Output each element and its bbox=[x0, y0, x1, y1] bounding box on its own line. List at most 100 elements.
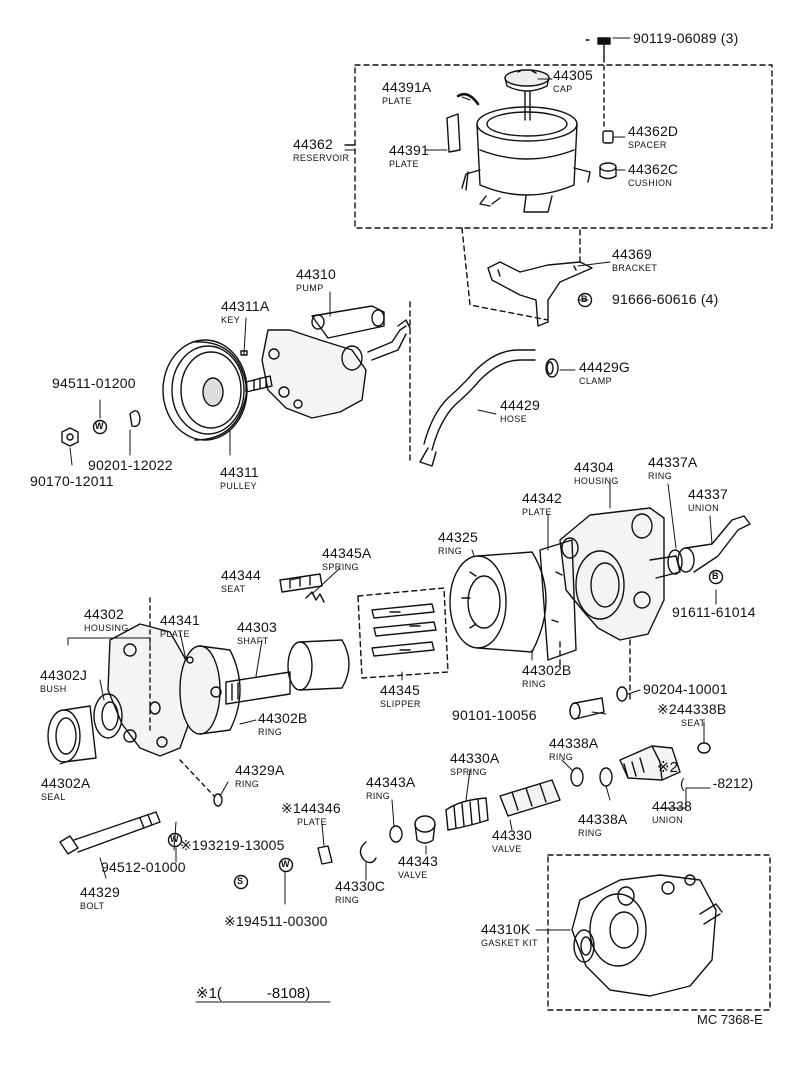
valve-44343 bbox=[414, 815, 436, 844]
marker-letter-3: B bbox=[712, 571, 719, 581]
label-p47: 94512-01000 bbox=[101, 859, 186, 875]
bush-44302j bbox=[93, 693, 123, 739]
leader-lines bbox=[59, 37, 717, 931]
seat-44344 bbox=[279, 573, 323, 593]
label-p16: 90170-12011 bbox=[30, 473, 114, 489]
pump-body-44310 bbox=[245, 305, 411, 419]
seal-44302a bbox=[47, 705, 97, 763]
marker-w-194511 bbox=[278, 857, 294, 873]
marker-w-94511 bbox=[92, 419, 108, 435]
cushion-44362c bbox=[599, 162, 617, 180]
note-2-range: ( -8212) bbox=[680, 775, 754, 791]
spring-44345a bbox=[305, 591, 325, 603]
label-p34: 90101-10056 bbox=[452, 707, 537, 723]
gasket-kit-44310k bbox=[571, 874, 723, 997]
nut-90170 bbox=[61, 427, 79, 447]
marker-w-94512 bbox=[167, 832, 183, 848]
label-p44: ※193219-13005 bbox=[180, 837, 285, 853]
marker-b-91666 bbox=[577, 292, 593, 308]
label-p32: 90204-10001 bbox=[643, 681, 728, 697]
bracket-44369 bbox=[461, 227, 593, 327]
marker-letter-4: W bbox=[170, 834, 179, 844]
plate-44341 bbox=[179, 645, 241, 735]
ring-44337a bbox=[667, 549, 683, 575]
label-p51: ※194511-00300 bbox=[224, 913, 328, 929]
housing-44304 bbox=[559, 507, 681, 641]
bolt-90101 bbox=[569, 697, 605, 720]
ring-44338a-left bbox=[570, 767, 584, 787]
plate-44342 bbox=[539, 539, 577, 661]
marker-letter-6: W bbox=[281, 859, 290, 869]
gasket-kit-frame bbox=[547, 854, 771, 1011]
marker-b-91611 bbox=[708, 569, 724, 585]
housing-44302 bbox=[107, 597, 191, 757]
ring-44338a-right bbox=[599, 767, 613, 787]
union-44337 bbox=[677, 515, 751, 573]
label-p1: 90119-06089 (3) bbox=[633, 30, 739, 46]
plate-44346 bbox=[317, 845, 333, 865]
label-p15: 90201-12022 bbox=[88, 457, 173, 473]
bolt-90119 bbox=[585, 37, 611, 131]
catalog-code: MC 7368-E bbox=[697, 1012, 763, 1027]
hose-44429 bbox=[419, 349, 536, 467]
valve-44330 bbox=[499, 779, 561, 817]
ring-44330c bbox=[359, 841, 377, 864]
bolt-44329 bbox=[59, 811, 161, 855]
ring-44343a bbox=[389, 825, 403, 843]
marker-letter-2: W bbox=[95, 421, 104, 431]
marker-letter-5: S bbox=[237, 876, 244, 886]
dash-links-housing bbox=[559, 639, 631, 701]
washer-94511 bbox=[129, 410, 141, 428]
reservoir-plate bbox=[446, 113, 461, 153]
label-p9: 91666-60616 (4) bbox=[612, 291, 719, 307]
footnote-1: ※1( -8108) bbox=[196, 985, 311, 1002]
pulley-44311 bbox=[162, 339, 248, 441]
ring-44325 bbox=[449, 551, 547, 653]
label-p13: 94511-01200 bbox=[52, 375, 136, 391]
reservoir-cap bbox=[504, 69, 550, 121]
reservoir-plate-a bbox=[456, 93, 480, 106]
spring-44330a bbox=[445, 797, 489, 831]
washer-90204 bbox=[616, 686, 628, 702]
slipper-group-frame bbox=[357, 587, 449, 679]
union-44338 bbox=[619, 745, 681, 781]
shaft-44303 bbox=[225, 639, 350, 705]
